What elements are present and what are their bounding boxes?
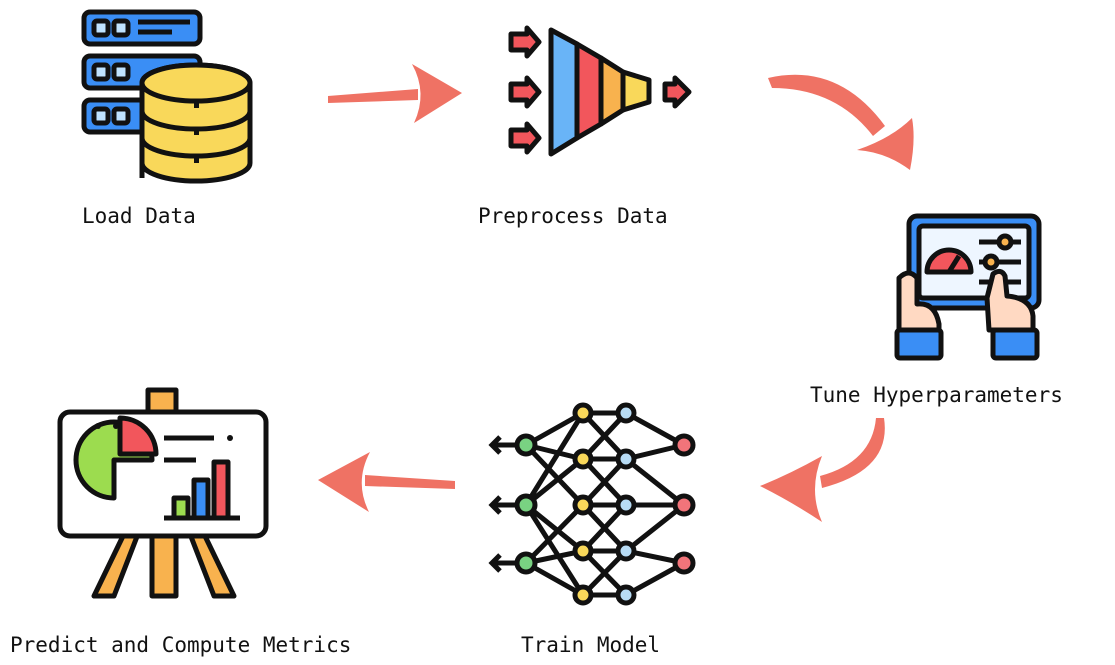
step-label-train-model: Train Model bbox=[521, 633, 661, 657]
neural-network-icon bbox=[488, 402, 696, 606]
presentation-board-icon bbox=[57, 387, 269, 599]
funnel-icon bbox=[508, 25, 692, 157]
tablet-tuning-icon bbox=[894, 213, 1042, 361]
arrow-preprocess-to-tune bbox=[768, 74, 914, 170]
arrow-load-to-preprocess bbox=[328, 64, 462, 123]
server-database-icon bbox=[81, 9, 253, 184]
arrow-tune-to-train bbox=[760, 418, 885, 522]
step-label-load-data: Load Data bbox=[82, 204, 196, 228]
step-label-preprocess-data: Preprocess Data bbox=[478, 204, 668, 228]
arrow-train-to-predict bbox=[318, 452, 455, 512]
step-label-predict-and-compute-metrics: Predict and Compute Metrics bbox=[10, 633, 352, 657]
step-label-tune-hyperparameters: Tune Hyperparameters bbox=[810, 383, 1063, 407]
